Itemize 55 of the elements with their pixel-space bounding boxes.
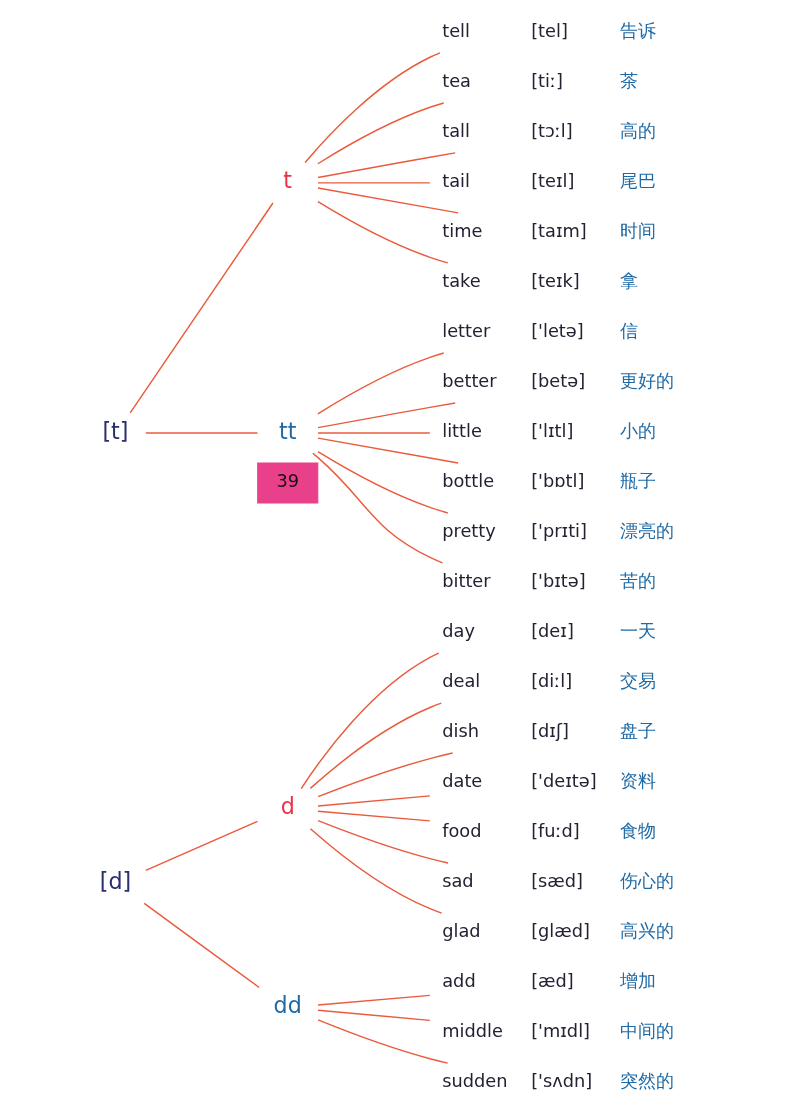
connector <box>317 752 454 798</box>
connector <box>317 437 459 464</box>
node-text: [d] <box>99 867 132 894</box>
connector <box>143 902 260 989</box>
connector <box>309 827 443 914</box>
connector <box>317 152 456 179</box>
node-text: [t] <box>102 417 129 444</box>
node-text: t <box>283 167 293 194</box>
node-text: tell [tel] 告诉 <box>442 20 657 42</box>
node-text: add [æd] 增加 <box>442 970 657 992</box>
connector <box>309 702 442 790</box>
node-text: sudden ['sʌdn] 突然的 <box>442 1070 675 1092</box>
connector <box>145 820 259 872</box>
node-text: time [taɪm] 时间 <box>442 220 657 242</box>
connector <box>300 652 440 790</box>
connector <box>145 432 259 434</box>
connector <box>317 1009 431 1022</box>
node-text: sad [sæd] 伤心的 <box>442 870 675 892</box>
connector <box>304 52 441 164</box>
connector <box>312 452 444 564</box>
node-text: d <box>280 793 295 820</box>
connector <box>317 200 449 264</box>
node-text: tea [tiː] 茶 <box>442 70 639 92</box>
connector <box>317 994 431 1006</box>
node-text: letter ['letə] 信 <box>442 320 639 342</box>
node-text: deal [diːl] 交易 <box>442 670 657 692</box>
node-text: pretty ['prɪti] 漂亮的 <box>442 520 675 542</box>
connector <box>317 451 449 514</box>
connector <box>317 1019 449 1064</box>
label: 39 <box>276 470 300 492</box>
node-text: middle ['mɪdl] 中间的 <box>442 1020 675 1042</box>
connector <box>129 202 274 414</box>
node-text: tail [teɪl] 尾巴 <box>442 170 657 192</box>
connector <box>317 352 445 415</box>
node-text: glad [glæd] 高兴的 <box>442 920 675 942</box>
node-text: bitter ['bɪtə] 苦的 <box>442 570 657 592</box>
node-text: dd <box>273 992 302 1019</box>
node-text: better [betə] 更好的 <box>442 370 675 392</box>
node-text: take [teɪk] 拿 <box>442 270 639 292</box>
connector <box>317 795 431 807</box>
node-text: food [fuːd] 食物 <box>442 820 657 842</box>
connector <box>317 432 431 434</box>
connector <box>317 810 431 822</box>
node-text: dish [dɪʃ] 盘子 <box>442 720 657 742</box>
connector <box>317 102 445 165</box>
node-text: tall [tɔːl] 高的 <box>442 120 657 142</box>
node-text: little ['lɪtl] 小的 <box>442 420 657 442</box>
connector <box>317 819 449 864</box>
connector <box>317 187 459 214</box>
connector <box>317 182 431 184</box>
node-text: day [deɪ] 一天 <box>442 620 657 642</box>
node-text: date ['deɪtə] 资料 <box>442 770 657 792</box>
connector <box>317 402 456 429</box>
node-text: bottle ['bɒtl] 瓶子 <box>442 470 657 492</box>
node-text: tt <box>279 417 297 444</box>
